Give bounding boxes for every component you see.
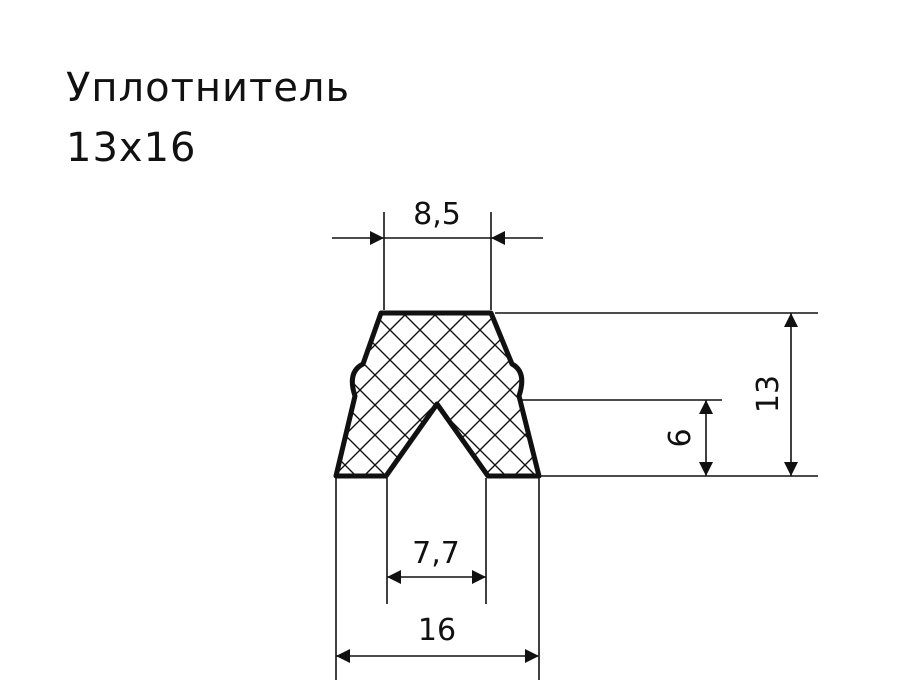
dimension-slot-width	[386, 478, 487, 604]
drawing-title: Уплотнитель 13x16	[66, 58, 350, 178]
dimension-label-top-width: 8,5	[413, 197, 461, 232]
profile-outline	[333, 310, 542, 479]
dimension-label-slot-height: 6	[663, 428, 698, 447]
dimension-label-total-height: 13	[751, 375, 786, 413]
title-line-size: 13x16	[66, 125, 197, 171]
title-line-name: Уплотнитель	[66, 65, 351, 111]
right-extension-lines	[495, 312, 818, 477]
seal-profile	[333, 310, 542, 479]
dimension-top-width	[332, 212, 543, 310]
dimension-bottom-width	[335, 478, 540, 680]
dimension-label-bottom-width: 16	[418, 613, 456, 648]
dimension-label-slot-width: 7,7	[412, 536, 460, 571]
